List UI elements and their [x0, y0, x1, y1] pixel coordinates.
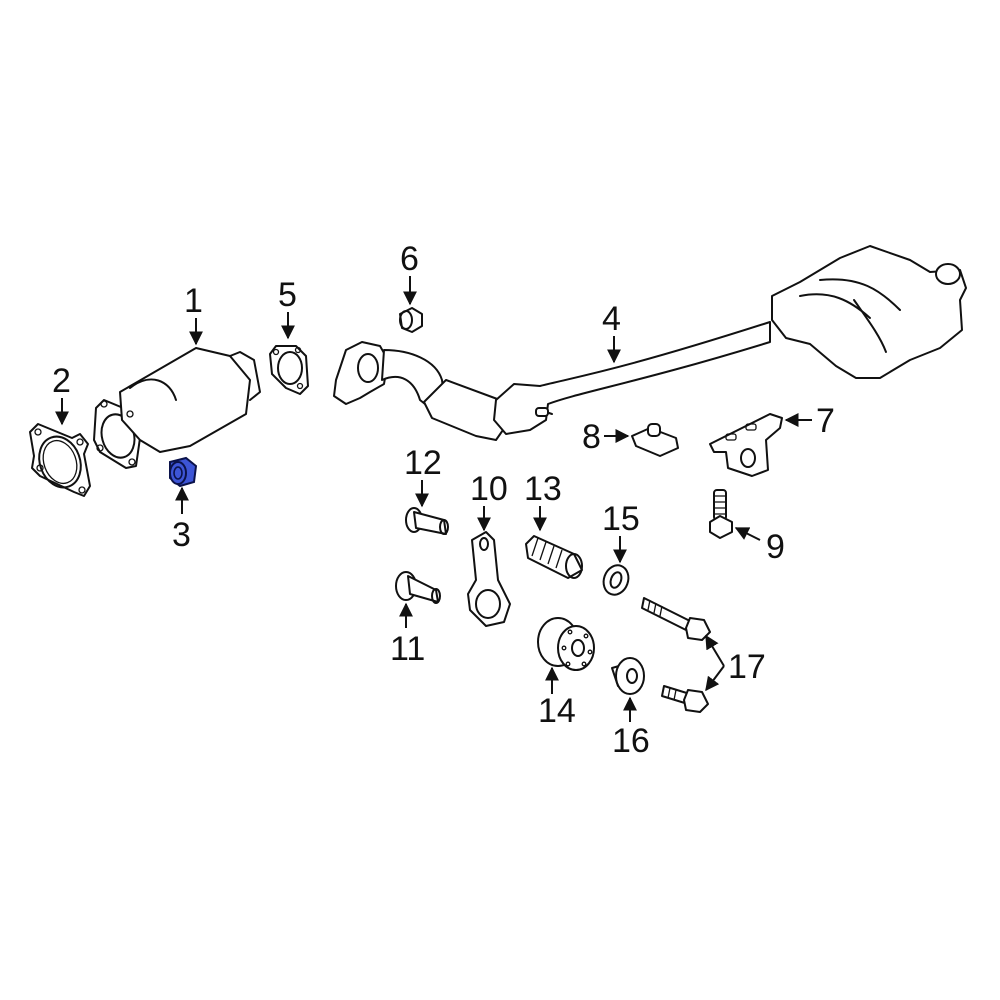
callout-7: 7 — [784, 402, 835, 440]
part-16-stud[interactable] — [611, 657, 645, 695]
callout-4: 4 — [602, 300, 621, 364]
callout-3: 3 — [172, 486, 191, 554]
svg-text:3: 3 — [172, 516, 191, 554]
callout-13: 13 — [524, 470, 562, 532]
callout-11: 11 — [390, 602, 425, 668]
part-14-insulator[interactable] — [537, 617, 595, 671]
part-6-nut[interactable] — [399, 307, 423, 333]
callout-2: 2 — [52, 362, 71, 426]
part-15-washer[interactable] — [600, 562, 633, 598]
part-8-clip-nut[interactable] — [631, 423, 679, 457]
svg-text:11: 11 — [390, 630, 425, 668]
callout-10: 10 — [470, 470, 508, 532]
svg-text:9: 9 — [766, 528, 785, 566]
svg-text:7: 7 — [816, 402, 835, 440]
svg-text:10: 10 — [470, 470, 508, 508]
callout-12: 12 — [404, 444, 442, 508]
svg-text:2: 2 — [52, 362, 71, 400]
part-17-bolts[interactable] — [641, 597, 711, 713]
callout-6: 6 — [400, 240, 419, 306]
svg-text:8: 8 — [582, 418, 601, 456]
svg-text:4: 4 — [602, 300, 621, 338]
part-1-catalytic-converter[interactable] — [93, 347, 261, 469]
part-12-stud[interactable] — [405, 507, 449, 535]
callout-17: 17 — [705, 634, 766, 692]
callout-8: 8 — [582, 418, 630, 456]
svg-text:12: 12 — [404, 444, 442, 482]
svg-text:5: 5 — [278, 276, 297, 314]
svg-text:15: 15 — [602, 500, 640, 538]
svg-text:14: 14 — [538, 692, 576, 730]
part-10-hanger-strap[interactable] — [467, 531, 511, 627]
callout-9: 9 — [734, 527, 785, 566]
part-9-bolt[interactable] — [709, 489, 733, 539]
callout-1: 1 — [184, 282, 203, 346]
part-3-nut-highlighted[interactable] — [169, 456, 198, 488]
callout-5: 5 — [278, 276, 297, 340]
part-2-gasket[interactable] — [29, 423, 91, 497]
callout-14: 14 — [538, 666, 576, 730]
callout-16: 16 — [612, 696, 650, 760]
svg-text:6: 6 — [400, 240, 419, 278]
svg-text:17: 17 — [728, 648, 766, 686]
part-4-exhaust-pipe-muffler[interactable] — [333, 245, 967, 441]
part-5-gasket[interactable] — [269, 345, 309, 395]
part-7-hanger-bracket[interactable] — [709, 413, 783, 477]
svg-text:1: 1 — [184, 282, 203, 320]
part-13-bushing[interactable] — [525, 535, 583, 579]
part-11-stud[interactable] — [395, 571, 441, 604]
svg-text:13: 13 — [524, 470, 562, 508]
svg-text:16: 16 — [612, 722, 650, 760]
callout-15: 15 — [602, 500, 640, 564]
